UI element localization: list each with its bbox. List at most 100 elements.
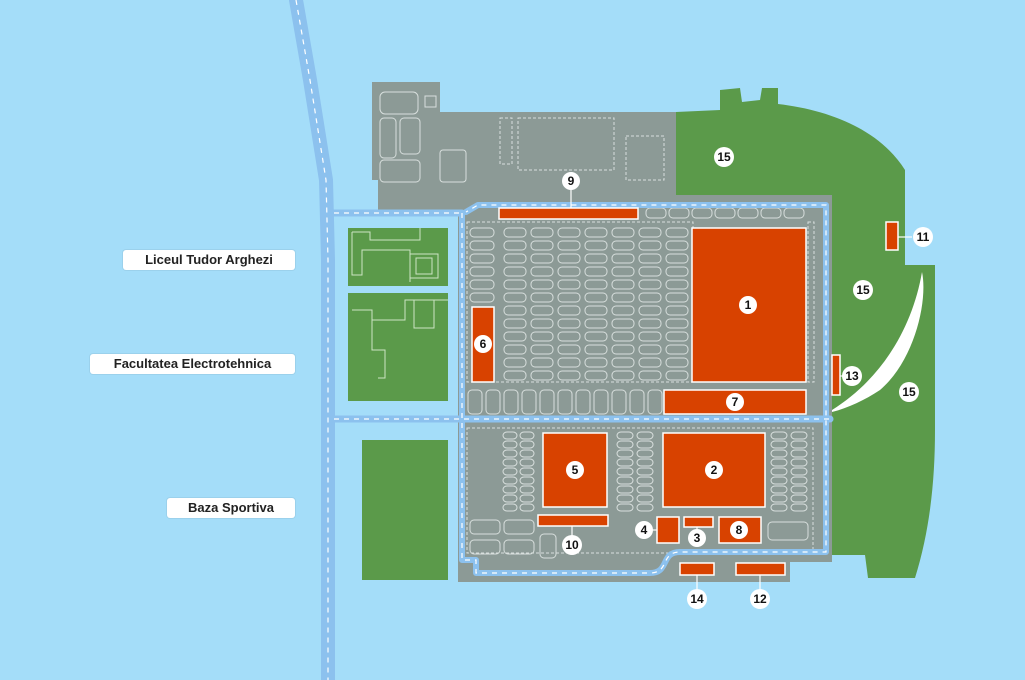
parking-slot (519, 476, 535, 485)
marker-5[interactable]: 5 (566, 461, 584, 479)
parking-slot (665, 357, 689, 368)
parking-slot (665, 344, 689, 355)
green-liceul-block (348, 228, 448, 286)
marker-10[interactable]: 10 (562, 535, 582, 555)
marker-12[interactable]: 12 (750, 589, 770, 609)
marker-13[interactable]: 13 (842, 366, 862, 386)
parking-slot (647, 389, 663, 415)
parking-slot (770, 485, 788, 494)
building-13 (831, 354, 841, 396)
building-10 (537, 514, 609, 527)
parking-slot (519, 503, 535, 512)
building-3 (683, 516, 714, 528)
parking-slot (584, 292, 608, 303)
marker-6[interactable]: 6 (474, 335, 492, 353)
marker-10-label: 10 (565, 538, 579, 552)
parking-slot (557, 331, 581, 342)
parking-slot (557, 240, 581, 251)
parking-slot (790, 485, 808, 494)
marker-3[interactable]: 3 (688, 529, 706, 547)
parking-slot (485, 389, 501, 415)
marker-15-south[interactable]: 15 (899, 382, 919, 402)
parking-slot (616, 476, 634, 485)
marker-7[interactable]: 7 (726, 393, 744, 411)
label-liceul-tudor-arghezi[interactable]: Liceul Tudor Arghezi (123, 250, 295, 270)
parking-slot (502, 458, 518, 467)
marker-2[interactable]: 2 (705, 461, 723, 479)
parking-slot (636, 431, 654, 440)
north-lot (372, 82, 676, 213)
parking-slot (503, 357, 527, 368)
building-11 (885, 221, 899, 251)
parking-slot (503, 227, 527, 238)
parking-slot (767, 521, 809, 541)
parking-slot (584, 253, 608, 264)
parking-slot (629, 389, 645, 415)
marker-11-label: 11 (917, 230, 930, 244)
marker-14[interactable]: 14 (687, 589, 707, 609)
parking-slot (665, 318, 689, 329)
map-markers: 1 2 3 4 5 6 7 8 9 10 11 12 13 14 15 15 1… (474, 147, 933, 609)
parking-slot (469, 279, 495, 290)
parking-slot (665, 305, 689, 316)
parking-slot (502, 449, 518, 458)
parking-slot (519, 449, 535, 458)
marker-3-label: 3 (694, 531, 701, 545)
building-12 (735, 562, 786, 576)
parking-slot (530, 357, 554, 368)
parking-slot (665, 331, 689, 342)
label-baza-sportiva[interactable]: Baza Sportiva (167, 498, 295, 518)
parking-slot (469, 539, 501, 555)
parking-slot (611, 227, 635, 238)
marker-4[interactable]: 4 (635, 521, 653, 539)
parking-slot (638, 357, 662, 368)
parking-slot (636, 503, 654, 512)
parking-slot (557, 389, 573, 415)
parking-slot (502, 431, 518, 440)
parking-slot (611, 370, 635, 381)
parking-slot (638, 370, 662, 381)
park-footpath (832, 272, 924, 412)
marker-9[interactable]: 9 (562, 172, 580, 190)
parking-slot (638, 318, 662, 329)
marker-8[interactable]: 8 (730, 521, 748, 539)
marker-4-label: 4 (641, 523, 648, 537)
parking-slot (770, 440, 788, 449)
parking-slot (770, 449, 788, 458)
parking-slot (469, 266, 495, 277)
parking-slot (770, 476, 788, 485)
parking-slot (638, 253, 662, 264)
parking-slot (611, 344, 635, 355)
building-2 (662, 432, 766, 508)
parking-slot (665, 266, 689, 277)
label-facultatea-electrotehnica[interactable]: Facultatea Electrotehnica (90, 354, 295, 374)
parking-slot (611, 240, 635, 251)
parking-slot (584, 344, 608, 355)
parking-slot (584, 266, 608, 277)
parking-slot (557, 266, 581, 277)
parking-slot (770, 458, 788, 467)
parking-slot (502, 485, 518, 494)
parking-slot (770, 503, 788, 512)
parking-slot (503, 240, 527, 251)
parking-slot (790, 467, 808, 476)
marker-9-label: 9 (568, 174, 575, 188)
marker-8-label: 8 (736, 523, 743, 537)
marker-1[interactable]: 1 (739, 296, 757, 314)
parking-slot (584, 227, 608, 238)
marker-15-north[interactable]: 15 (714, 147, 734, 167)
building-4 (656, 516, 680, 544)
parking-slot (519, 485, 535, 494)
parking-slot (557, 227, 581, 238)
parking-slot (503, 331, 527, 342)
buildings (471, 207, 899, 576)
parking-slot (519, 431, 535, 440)
parking-slot (502, 467, 518, 476)
parking-slot (557, 253, 581, 264)
parking-slot (530, 292, 554, 303)
green-baza-block (362, 440, 448, 580)
marker-11[interactable]: 11 (913, 227, 933, 247)
marker-15-east[interactable]: 15 (853, 280, 873, 300)
